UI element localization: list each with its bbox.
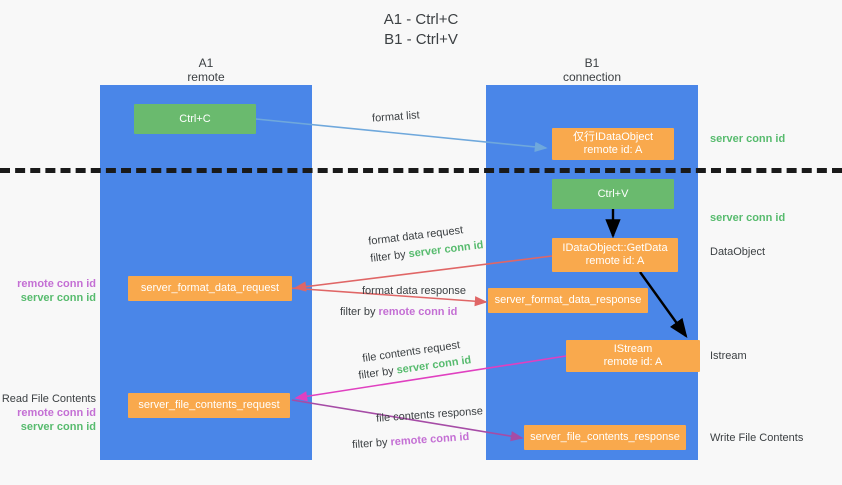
arrow-label-format-list: format list [372, 108, 421, 125]
annotation-read-file-contents: Read File Contents [1, 393, 96, 405]
node-ctrl-v[interactable]: Ctrl+V [552, 179, 674, 209]
annotation-remote-conn-id-2: remote conn id [17, 407, 96, 419]
title-line-1: A1 - Ctrl+C [383, 11, 459, 28]
arrow-label-format-list-text: format list [371, 109, 421, 125]
annotation-remote-conn-id-1: remote conn id [17, 278, 96, 290]
node-getdata[interactable]: IDataObject::GetData remote id: A [552, 238, 678, 272]
arrow-label-format-data-response-text: format data response [362, 285, 466, 297]
filter-value-remote-conn-id: remote conn id [390, 430, 470, 449]
node-idataobject-top-line2: remote id: A [583, 144, 643, 156]
annotation-dataobject: DataObject [710, 245, 765, 259]
annotation-server-conn-id-1: server conn id [710, 132, 785, 146]
annotation-left-read-file-contents-block: Read File Contents remote conn id server… [0, 392, 96, 434]
arrow-label-format-data-response-filter: filter by remote conn id [340, 305, 457, 319]
filter-prefix: filter by [351, 436, 391, 452]
filter-value-remote-conn-id: remote conn id [378, 306, 458, 318]
node-server-format-data-request[interactable]: server_format_data_request [128, 276, 292, 301]
lane-header-a1: A1 remote [100, 56, 312, 84]
annotation-server-conn-id-3: server conn id [20, 292, 96, 304]
annotation-istream: Istream [710, 349, 747, 363]
node-server-format-data-request-label: server_format_data_request [140, 282, 280, 294]
annotation-left-conn-ids-1: remote conn id server conn id [0, 277, 96, 305]
filter-prefix: filter by [357, 364, 398, 382]
node-server-format-data-response[interactable]: server_format_data_response [488, 288, 648, 313]
arrow-label-file-contents-response-filter: filter by remote conn id [352, 430, 470, 452]
node-getdata-line2: remote id: A [585, 255, 645, 267]
lane-header-b1: B1 connection [486, 56, 698, 84]
node-istream[interactable]: IStream remote id: A [566, 340, 700, 372]
annotation-server-conn-id-4: server conn id [20, 421, 96, 433]
node-server-file-contents-request[interactable]: server_file_contents_request [128, 393, 290, 418]
node-server-file-contents-response-label: server_file_contents_response [530, 431, 680, 443]
title-line-2: B1 - Ctrl+V [384, 31, 458, 48]
node-server-file-contents-response[interactable]: server_file_contents_response [524, 425, 686, 450]
annotation-server-conn-id-2-text: server conn id [710, 212, 786, 224]
lane-a1-sub: remote [187, 70, 225, 84]
filter-prefix: filter by [369, 248, 410, 265]
annotation-istream-text: Istream [710, 350, 747, 362]
annotation-write-file-contents-text: Write File Contents [710, 432, 804, 444]
arrow-label-file-contents-response: file contents response [376, 404, 484, 425]
lane-a1-name: A1 [198, 56, 214, 70]
annotation-server-conn-id-2: server conn id [710, 211, 785, 225]
annotation-write-file-contents: Write File Contents [710, 431, 803, 445]
lane-b1-name: B1 [584, 56, 600, 70]
node-ctrl-c[interactable]: Ctrl+C [134, 104, 256, 134]
node-ctrl-c-label: Ctrl+C [179, 112, 211, 125]
annotation-server-conn-id-1-text: server conn id [710, 133, 786, 145]
diagram-title: A1 - Ctrl+C B1 - Ctrl+V [0, 10, 842, 50]
node-ctrl-v-label: Ctrl+V [597, 187, 629, 200]
node-idataobject-top[interactable]: 仅行IDataObject remote id: A [552, 128, 674, 160]
annotation-dataobject-text: DataObject [710, 246, 766, 258]
node-istream-line1: IStream [613, 343, 653, 355]
node-idataobject-top-line1: 仅行IDataObject [572, 131, 654, 143]
node-server-format-data-response-label: server_format_data_response [494, 294, 642, 306]
arrow-label-file-contents-response-text: file contents response [375, 405, 484, 425]
filter-prefix: filter by [340, 306, 379, 318]
lane-b1-sub: connection [562, 70, 622, 84]
node-istream-line2: remote id: A [603, 356, 663, 368]
ctrl-c-ctrl-v-divider [0, 168, 842, 173]
arrow-label-format-data-response: format data response [362, 284, 466, 298]
node-server-file-contents-request-label: server_file_contents_request [138, 399, 280, 411]
node-getdata-line1: IDataObject::GetData [562, 242, 668, 254]
